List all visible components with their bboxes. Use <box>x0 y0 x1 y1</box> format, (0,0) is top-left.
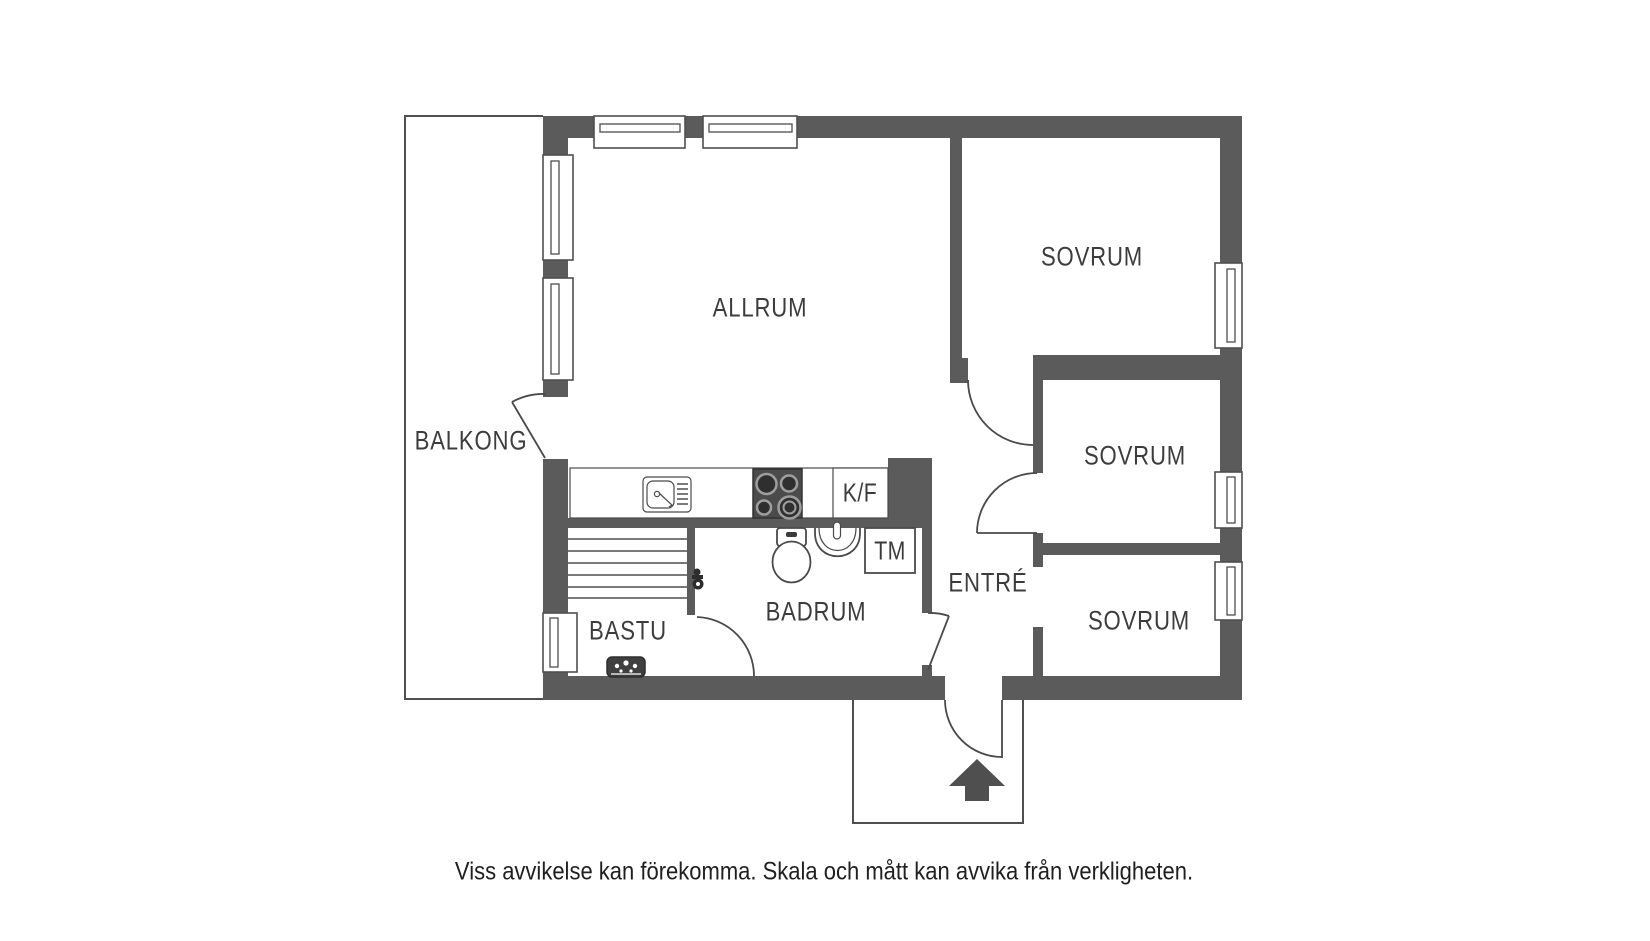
windows <box>542 115 1243 673</box>
doors <box>511 379 1038 758</box>
balcony-outline <box>404 115 543 700</box>
wall-bedrooms-divider <box>1043 543 1220 555</box>
fridge-freezer <box>832 467 889 519</box>
bedroom-top-label: SOVRUM <box>1040 241 1144 272</box>
wall-segment <box>543 260 568 278</box>
window <box>542 154 574 261</box>
sauna-door <box>696 616 755 677</box>
balcony-door <box>511 393 547 459</box>
wall-segment <box>922 665 932 676</box>
washing-machine-label: TM <box>874 535 906 566</box>
window <box>702 115 798 149</box>
wall-segment <box>797 116 1242 138</box>
sink-icon <box>642 476 692 513</box>
toilet-icon <box>771 527 812 584</box>
entrance-arrow-icon <box>949 759 1005 801</box>
bathroom-label: BADRUM <box>765 596 867 627</box>
bathroom-fixtures <box>692 521 916 590</box>
bedroom-bottom-label: SOVRUM <box>1087 605 1191 636</box>
wall-segment <box>543 380 568 397</box>
window <box>1214 262 1243 349</box>
bathroom-door <box>927 612 950 671</box>
wall-segment <box>1220 138 1242 265</box>
wall-segment <box>1033 533 1043 567</box>
bedroom-top-door <box>967 379 1034 446</box>
wall-allrum-divider <box>950 138 962 383</box>
washing-machine <box>864 527 916 574</box>
wall-segment <box>543 672 568 680</box>
disclaimer-text: Viss avvikelse kan förekomma. Skala och … <box>454 857 1194 886</box>
wall-segment <box>1220 528 1242 562</box>
wall-segment <box>1220 348 1242 472</box>
wall-segment <box>685 116 703 138</box>
wall-segment <box>543 676 945 700</box>
window <box>542 612 578 673</box>
wall-segment <box>1033 380 1043 473</box>
shower-mixer-icon <box>692 568 704 590</box>
window <box>1214 471 1243 529</box>
sauna-heater-icon <box>606 656 646 678</box>
wall-segment <box>950 358 968 383</box>
kitchen <box>569 467 889 520</box>
sauna-fixtures <box>568 538 687 678</box>
balcony-border-line <box>404 115 543 700</box>
wall-segment <box>543 138 568 155</box>
wall-segment <box>543 459 568 613</box>
sauna-bench-icon <box>568 538 687 599</box>
wall-kitchen-south <box>568 518 922 528</box>
balcony-label: BALKONG <box>414 425 528 456</box>
bedroom-middle-label: SOVRUM <box>1083 440 1187 471</box>
entrance-label: ENTRÉ <box>948 567 1028 598</box>
sauna-label: BASTU <box>589 615 667 646</box>
walls <box>543 116 1242 700</box>
fridge-freezer-label: K/F <box>842 477 878 508</box>
entrance-porch <box>852 700 1024 824</box>
wall-bedroom-top-south <box>1033 355 1222 380</box>
wall-bathroom-divider <box>922 520 932 613</box>
wall-segment <box>1033 627 1043 676</box>
bedroom-middle-door <box>976 472 1038 534</box>
window <box>1214 561 1243 621</box>
window <box>593 115 686 149</box>
living-room-label: ALLRUM <box>712 292 808 323</box>
wall-segment <box>1220 620 1242 678</box>
stove-icon <box>752 468 803 520</box>
washbasin-icon <box>814 521 861 557</box>
wall-kitchen-corner <box>888 458 932 522</box>
entrance-door <box>944 699 1003 758</box>
wall-sauna-divider <box>687 523 695 615</box>
porch-border-line <box>852 700 1024 824</box>
wall-segment <box>543 116 594 138</box>
window <box>542 277 574 381</box>
wall-segment <box>1002 676 1242 700</box>
